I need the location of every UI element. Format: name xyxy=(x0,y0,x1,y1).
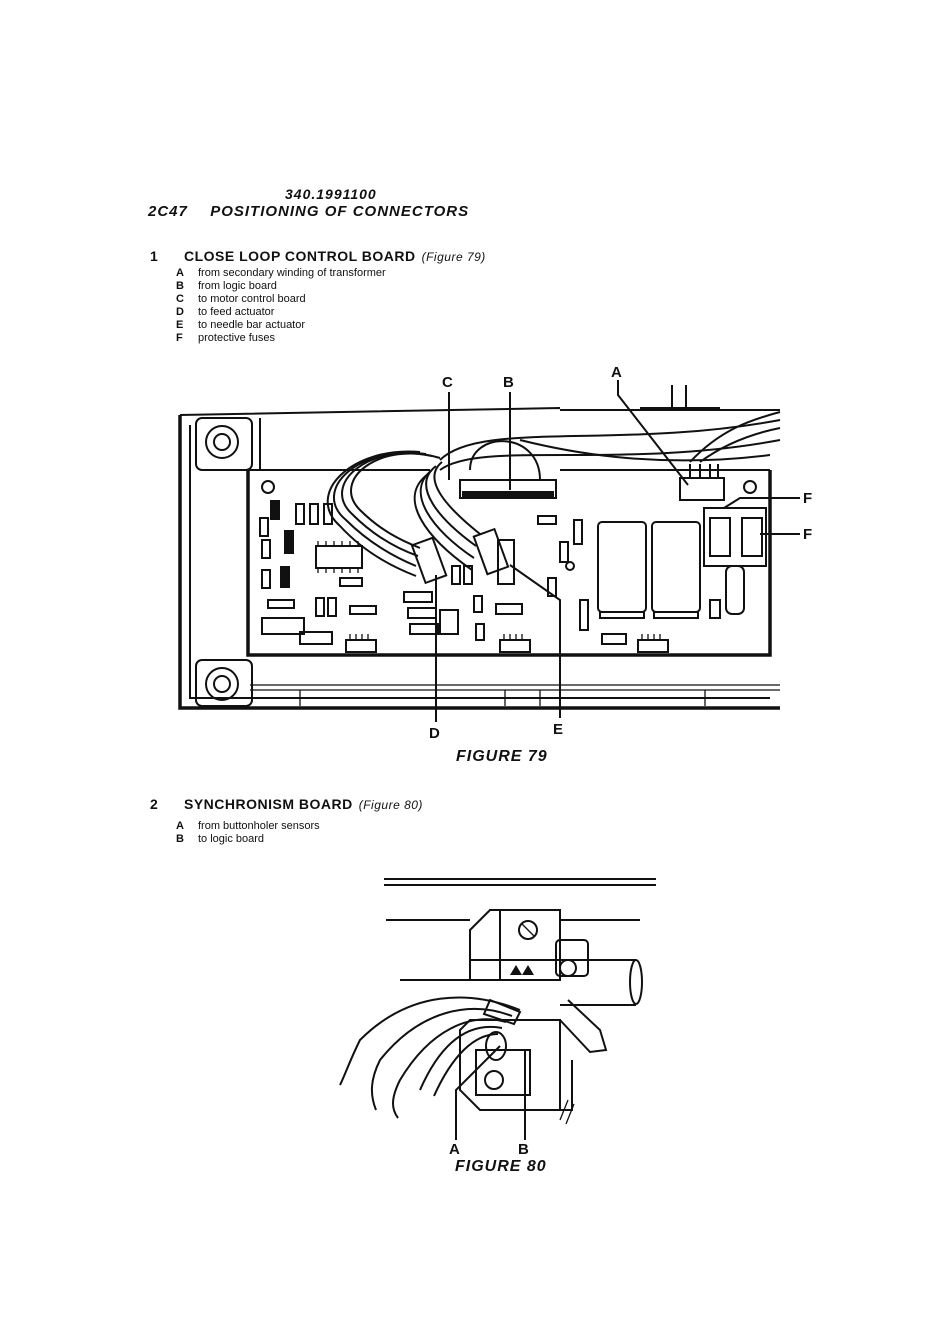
section-1-number: 1 xyxy=(150,248,159,264)
figure-80-callout-b: B xyxy=(518,1141,529,1158)
shaft-assembly xyxy=(555,939,643,1054)
mounting-hole-top xyxy=(195,417,253,471)
callout-c: C xyxy=(442,374,453,391)
callout-e: E xyxy=(553,721,563,738)
section-1-figure-ref: (Figure 79) xyxy=(421,250,486,264)
section-2-number: 2 xyxy=(150,796,159,812)
connector-a-header xyxy=(679,464,725,501)
section-2-title: SYNCHRONISM BOARD xyxy=(184,796,353,812)
section-title: POSITIONING OF CONNECTORS xyxy=(210,203,470,220)
callout-f-upper: F xyxy=(803,490,812,507)
section-code: 2C47 xyxy=(148,203,188,220)
connector-b-header xyxy=(459,479,557,499)
figure-79-caption: FIGURE 79 xyxy=(456,748,548,765)
document-code: 340.1991100 xyxy=(285,186,377,202)
cable-bundle xyxy=(439,411,781,481)
figure-80-caption: FIGURE 80 xyxy=(455,1158,547,1175)
section-2-figure-ref: (Figure 80) xyxy=(358,798,423,812)
board-enclosure xyxy=(178,385,780,710)
section-heading: 2C47 POSITIONING OF CONNECTORS xyxy=(148,203,469,220)
section-1-title: CLOSE LOOP CONTROL BOARD xyxy=(184,248,416,264)
sensor-bracket-lower xyxy=(459,1019,575,1125)
figure-80-drawing xyxy=(339,878,656,1140)
mounting-hole-bottom xyxy=(195,659,253,707)
circuit-board xyxy=(246,469,772,657)
section-2-heading: 2 SYNCHRONISM BOARD (Figure 80) xyxy=(150,796,423,812)
section-1-heading: 1 CLOSE LOOP CONTROL BOARD (Figure 79) xyxy=(150,248,486,264)
callout-f-lower: F xyxy=(803,526,812,543)
callout-d: D xyxy=(429,725,440,742)
figure-80-callout-a: A xyxy=(449,1141,460,1158)
sensor-cables xyxy=(339,996,522,1119)
callout-leaders xyxy=(435,380,800,722)
callout-a: A xyxy=(611,364,622,381)
actuator-wires xyxy=(326,450,515,585)
sensor-bracket-upper xyxy=(469,909,561,981)
callout-b: B xyxy=(503,374,514,391)
